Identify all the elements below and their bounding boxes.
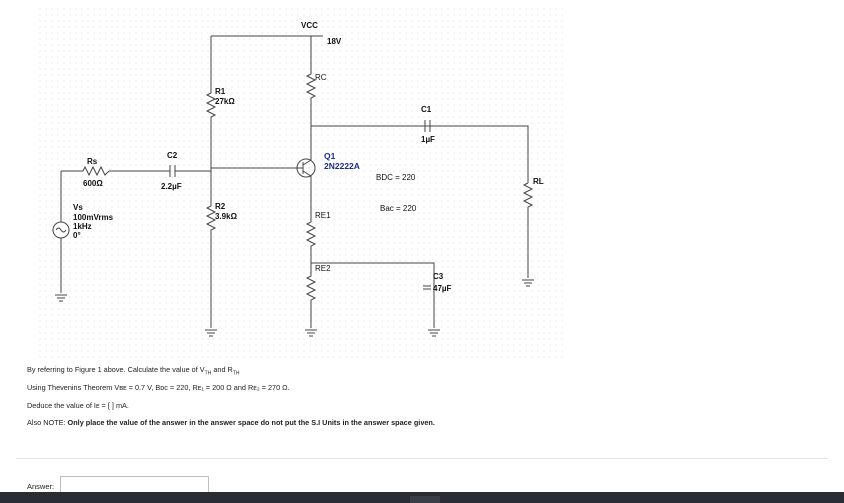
c1-label: C1 xyxy=(421,105,432,114)
q1-value: 2N2222A xyxy=(324,161,360,171)
resistor-rc: RC xyxy=(305,68,327,126)
circuit-schematic: VCC 18V RC C1 1µF RL Q1 2N2222A BDC = 22… xyxy=(39,8,564,360)
r1-value: 27kΩ xyxy=(215,97,235,106)
c2-label: C2 xyxy=(167,151,178,160)
bottom-bar xyxy=(0,492,844,503)
question-line-1-text: By referring to Figure 1 above. Calculat… xyxy=(27,365,205,374)
bdc-note: BDC = 220 xyxy=(376,173,416,182)
resistor-re2: RE2 xyxy=(305,263,331,337)
resistor-r1: R1 27kΩ xyxy=(205,35,311,168)
resistor-re1: RE1 xyxy=(305,204,331,263)
vs-amplitude: 100mVrms xyxy=(73,213,114,222)
re1-label: RE1 xyxy=(315,211,331,220)
bac-note: Bac = 220 xyxy=(380,204,417,213)
rs-label: Rs xyxy=(87,157,98,166)
vcc-label: VCC xyxy=(301,21,318,30)
rl-label: RL xyxy=(533,177,544,186)
rs-value: 600Ω xyxy=(83,179,103,188)
vs-phase: 0° xyxy=(73,231,81,240)
divider xyxy=(16,458,828,459)
c3-label: C3 xyxy=(433,272,444,281)
answer-input[interactable] xyxy=(60,476,209,496)
vs-frequency: 1kHz xyxy=(73,222,92,231)
resistor-r2: R2 3.9kΩ xyxy=(205,168,238,337)
capacitor-c2: C2 2.2µF xyxy=(109,151,211,191)
question-line-1-mid: and R xyxy=(211,365,233,374)
collector-wire xyxy=(311,125,529,183)
emitter-bypass-wire xyxy=(311,262,435,328)
vcc-value: 18V xyxy=(327,37,342,46)
capacitor-c3: C3 47µF xyxy=(423,272,452,337)
vth-subscript: TH xyxy=(204,370,212,377)
q1-label: Q1 xyxy=(324,151,336,161)
question-line-4: Also NOTE: Only place the value of the a… xyxy=(27,418,435,427)
c1-value: 1µF xyxy=(421,135,435,144)
answer-label: Answer: xyxy=(27,482,55,491)
capacitor-c1: C1 1µF xyxy=(421,105,435,144)
schematic-grid xyxy=(39,8,564,360)
rth-subscript: TH xyxy=(232,370,240,377)
re2-label: RE2 xyxy=(315,264,331,273)
voltage-source-vs: Vs 100mVrms 1kHz 0° xyxy=(52,171,114,302)
resistor-rl: RL xyxy=(522,177,544,287)
rc-label: RC xyxy=(315,73,327,82)
question-line-2: Using Thevenins Theorem Vʙᴇ = 0.7 V, Bᴅᴄ… xyxy=(27,383,290,392)
note-bold-text: Only place the value of the answer in th… xyxy=(67,418,435,427)
r2-label: R2 xyxy=(215,202,226,211)
bottom-bar-handle xyxy=(410,496,440,503)
c2-value: 2.2µF xyxy=(161,182,182,191)
question-line-3: Deduce the value of Iᴇ = [ ] mA. xyxy=(27,401,129,410)
r2-value: 3.9kΩ xyxy=(215,212,238,221)
c3-value: 47µF xyxy=(433,284,452,293)
question-line-1: By referring to Figure 1 above. Calculat… xyxy=(27,365,240,376)
resistor-rs: Rs 600Ω xyxy=(61,157,110,188)
r1-label: R1 xyxy=(215,87,226,96)
vs-label: Vs xyxy=(73,203,83,212)
note-prefix: Also NOTE: xyxy=(27,418,68,427)
